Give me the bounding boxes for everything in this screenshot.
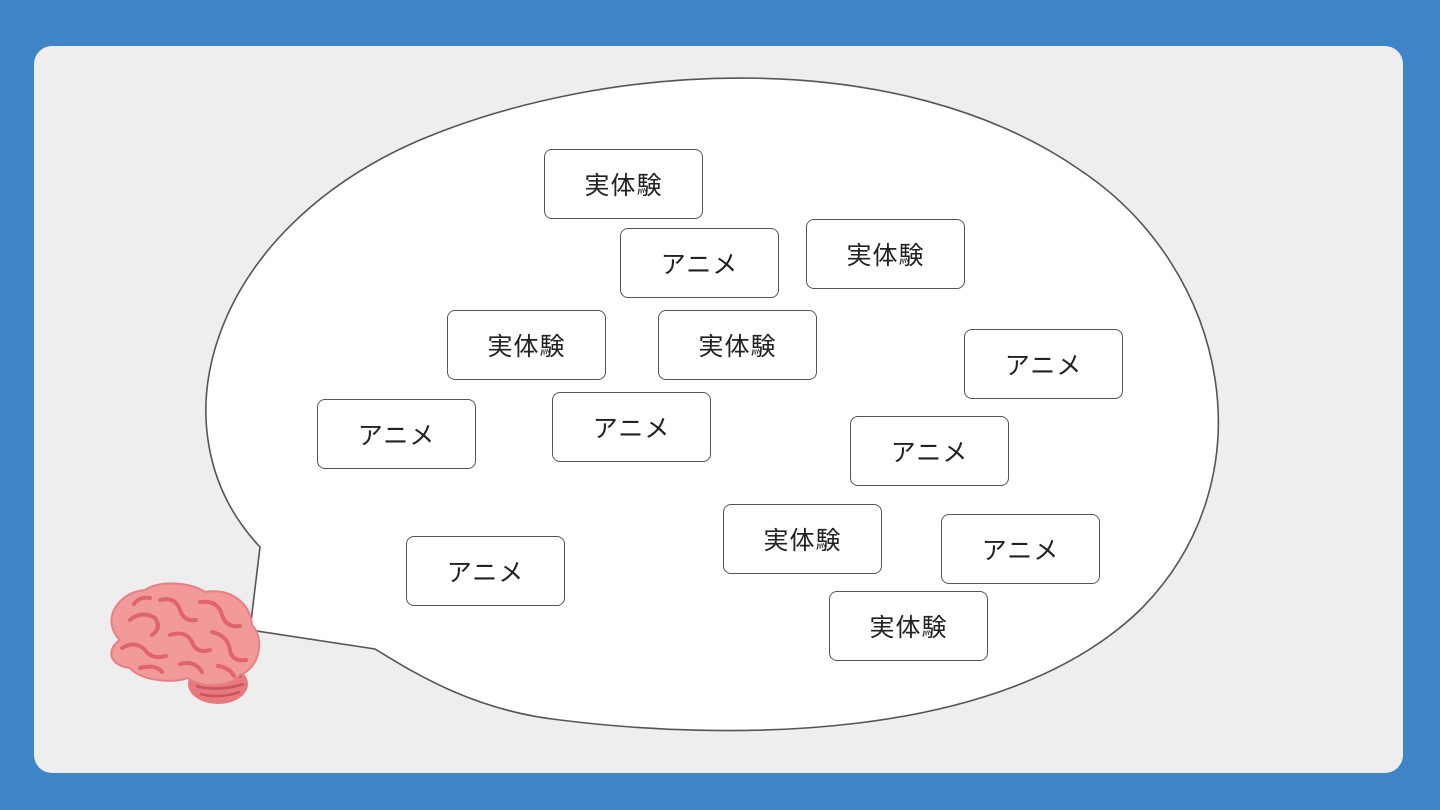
thought-tag: 実体験 (544, 149, 703, 219)
thought-tag: アニメ (964, 329, 1123, 399)
brain-icon (110, 582, 261, 704)
thought-tag: アニメ (941, 514, 1100, 584)
thought-tag: アニメ (620, 228, 779, 298)
thought-tag: 実体験 (806, 219, 965, 289)
thought-tag: 実体験 (447, 310, 606, 380)
thought-tag: アニメ (850, 416, 1009, 486)
thought-tag: 実体験 (658, 310, 817, 380)
thought-tag: アニメ (406, 536, 565, 606)
thought-tag: 実体験 (723, 504, 882, 574)
thought-tag: アニメ (552, 392, 711, 462)
thought-tag: アニメ (317, 399, 476, 469)
thought-tag: 実体験 (829, 591, 988, 661)
